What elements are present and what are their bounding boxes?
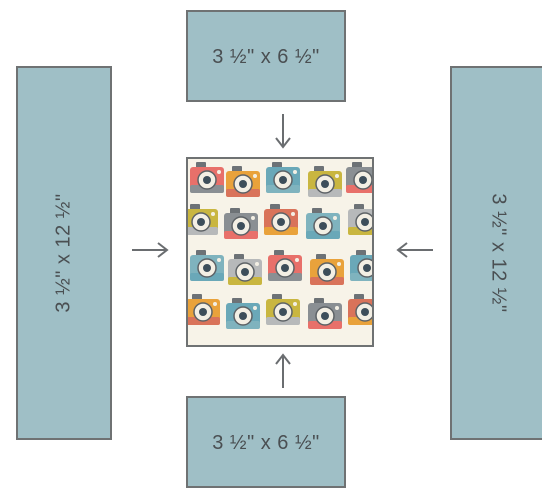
camera-icon — [348, 294, 372, 325]
camera-icon — [346, 162, 372, 193]
camera-icon — [228, 254, 262, 285]
camera-icon — [226, 298, 260, 329]
top-strip-label: 3 ½" x 6 ½" — [212, 46, 320, 68]
camera-icon — [188, 294, 220, 325]
camera-print-fabric-square — [186, 157, 374, 347]
camera-icon — [308, 298, 342, 329]
camera-icon — [224, 208, 258, 239]
arrow-right-icon — [132, 242, 169, 258]
camera-icon — [188, 204, 218, 235]
camera-icon — [190, 162, 224, 193]
right-strip: 3 ½" x 12 ½" — [450, 66, 542, 440]
camera-icon — [190, 250, 224, 281]
camera-icon — [268, 250, 302, 281]
right-strip-label: 3 ½" x 12 ½" — [487, 193, 510, 313]
camera-icon — [310, 254, 344, 285]
camera-icon — [308, 166, 342, 197]
camera-icon — [264, 204, 298, 235]
left-strip-label: 3 ½" x 12 ½" — [52, 193, 75, 313]
left-strip: 3 ½" x 12 ½" — [16, 66, 112, 440]
camera-icon — [266, 162, 300, 193]
camera-icon — [348, 204, 372, 235]
camera-icon — [350, 250, 372, 281]
camera-icon — [226, 166, 260, 197]
bottom-strip-label: 3 ½" x 6 ½" — [212, 432, 320, 454]
camera-icon — [306, 208, 340, 239]
arrow-left-icon — [396, 242, 433, 258]
arrow-up-icon — [275, 353, 291, 388]
arrow-down-icon — [275, 114, 291, 149]
bottom-strip: 3 ½" x 6 ½" — [186, 396, 346, 488]
top-strip: 3 ½" x 6 ½" — [186, 10, 346, 102]
camera-icon — [266, 294, 300, 325]
camera-print-fabric-icon — [188, 162, 372, 329]
